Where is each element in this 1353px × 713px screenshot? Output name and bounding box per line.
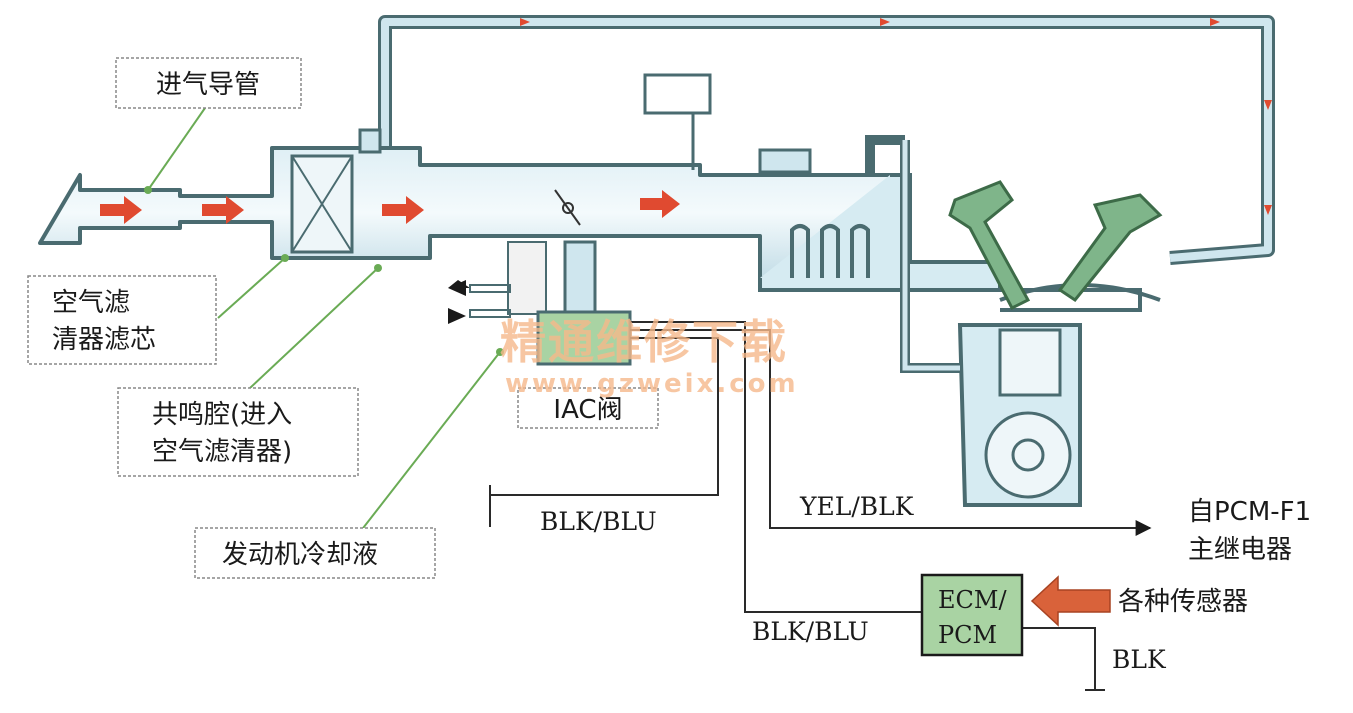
intake-duct bbox=[38, 73, 1002, 292]
small-flow-arrow bbox=[520, 18, 530, 26]
wire-blk-blu-ecm bbox=[630, 321, 922, 613]
label-resonator-line1: 共鸣腔(进入 bbox=[152, 400, 292, 430]
label-air-filter-line1: 空气滤 bbox=[52, 288, 130, 318]
label-coolant: 发动机冷却液 bbox=[222, 540, 378, 570]
port-arrow-right bbox=[448, 308, 466, 324]
watermark-url: www.gzweix.com bbox=[505, 369, 799, 399]
wiring bbox=[489, 321, 1152, 691]
small-flow-arrow bbox=[1264, 205, 1272, 215]
flow-arrow bbox=[202, 196, 244, 224]
wire-blk bbox=[1022, 627, 1096, 690]
ecm-box-line1: ECM/ bbox=[938, 586, 1007, 614]
ignition-coils bbox=[948, 180, 1163, 310]
label-from-pcm-line2: 主继电器 bbox=[1188, 535, 1292, 565]
flow-arrow bbox=[382, 196, 424, 224]
label-iac-valve: IAC阀 bbox=[553, 395, 622, 425]
small-flow-arrow bbox=[880, 18, 890, 26]
wire-label-yel-blk: YEL/BLK bbox=[799, 492, 915, 521]
label-boxes bbox=[27, 57, 659, 579]
bypass-tube bbox=[378, 15, 1275, 265]
flow-arrows bbox=[100, 190, 680, 224]
small-flow-arrow bbox=[1264, 100, 1272, 110]
wire-label-blk-blu-ground: BLK/BLU bbox=[540, 507, 657, 536]
label-resonator-line2: 空气滤清器) bbox=[152, 437, 292, 467]
label-air-filter-line2: 清器滤芯 bbox=[52, 325, 156, 355]
small-flow-arrow bbox=[1210, 18, 1220, 26]
port-arrow-left bbox=[448, 280, 466, 296]
flow-arrow bbox=[100, 196, 142, 224]
label-from-pcm-line1: 自PCM-F1 bbox=[1188, 497, 1311, 527]
watermark-cn: 精通维修下载 bbox=[500, 315, 788, 369]
label-sensors: 各种传感器 bbox=[1118, 587, 1248, 617]
flow-arrow bbox=[640, 190, 680, 218]
air-filter-element bbox=[290, 154, 354, 254]
label-intake-duct: 进气导管 bbox=[156, 70, 260, 100]
engine-cutaway bbox=[865, 135, 1161, 507]
wire-blk-blu-ground bbox=[490, 337, 719, 496]
wire-label-blk: BLK bbox=[1112, 645, 1167, 674]
wire-yel-blk bbox=[630, 329, 1152, 536]
ecm-pcm-box: ECM/ PCM bbox=[920, 573, 1024, 657]
ecm-box-line2: PCM bbox=[938, 621, 997, 649]
leader-lines bbox=[147, 107, 501, 533]
sensor-input-arrow bbox=[1030, 575, 1111, 627]
iac-valve bbox=[448, 240, 632, 366]
wire-label-blk-blu-ecm: BLK/BLU bbox=[752, 617, 869, 646]
